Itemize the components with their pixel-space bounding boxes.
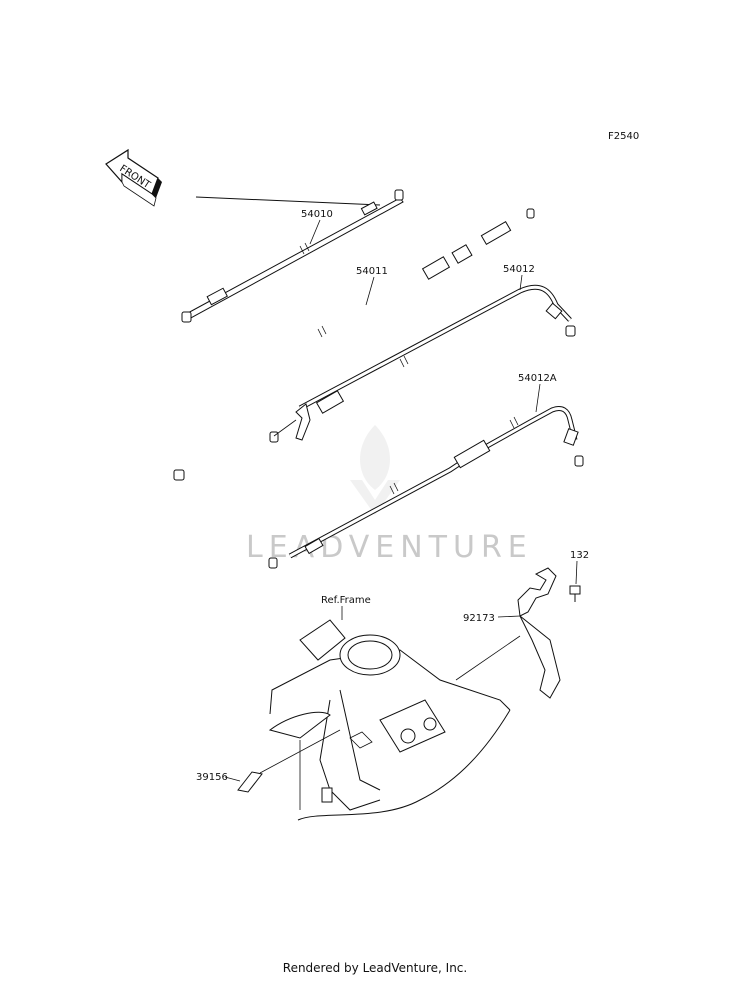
callout-54010: 54010	[301, 209, 333, 220]
callout-54011: 54011	[356, 266, 388, 277]
figure-code: F2540	[608, 131, 639, 142]
cable-54012a	[268, 405, 584, 569]
callout-132: 132	[570, 550, 589, 561]
bolt-132-icon	[569, 585, 581, 602]
footer-credit: Rendered by LeadVenture, Inc.	[282, 961, 468, 975]
cable-54011	[173, 208, 535, 481]
callout-92173: 92173	[463, 613, 495, 624]
cable-54010	[181, 189, 404, 323]
ref-frame-label: Ref.Frame	[321, 595, 371, 606]
label-39156-icon	[237, 771, 263, 793]
callout-39156: 39156	[196, 772, 228, 783]
cable-54012	[269, 284, 576, 443]
leadventure-watermark-logo	[350, 425, 400, 515]
front-arrow-icon	[105, 148, 162, 207]
frame-section	[268, 619, 511, 821]
callout-54012: 54012	[503, 264, 535, 275]
watermark-text: LEADVENTURE	[246, 530, 533, 565]
clamp-92173	[455, 567, 561, 699]
callout-54012a: 54012A	[518, 373, 557, 384]
